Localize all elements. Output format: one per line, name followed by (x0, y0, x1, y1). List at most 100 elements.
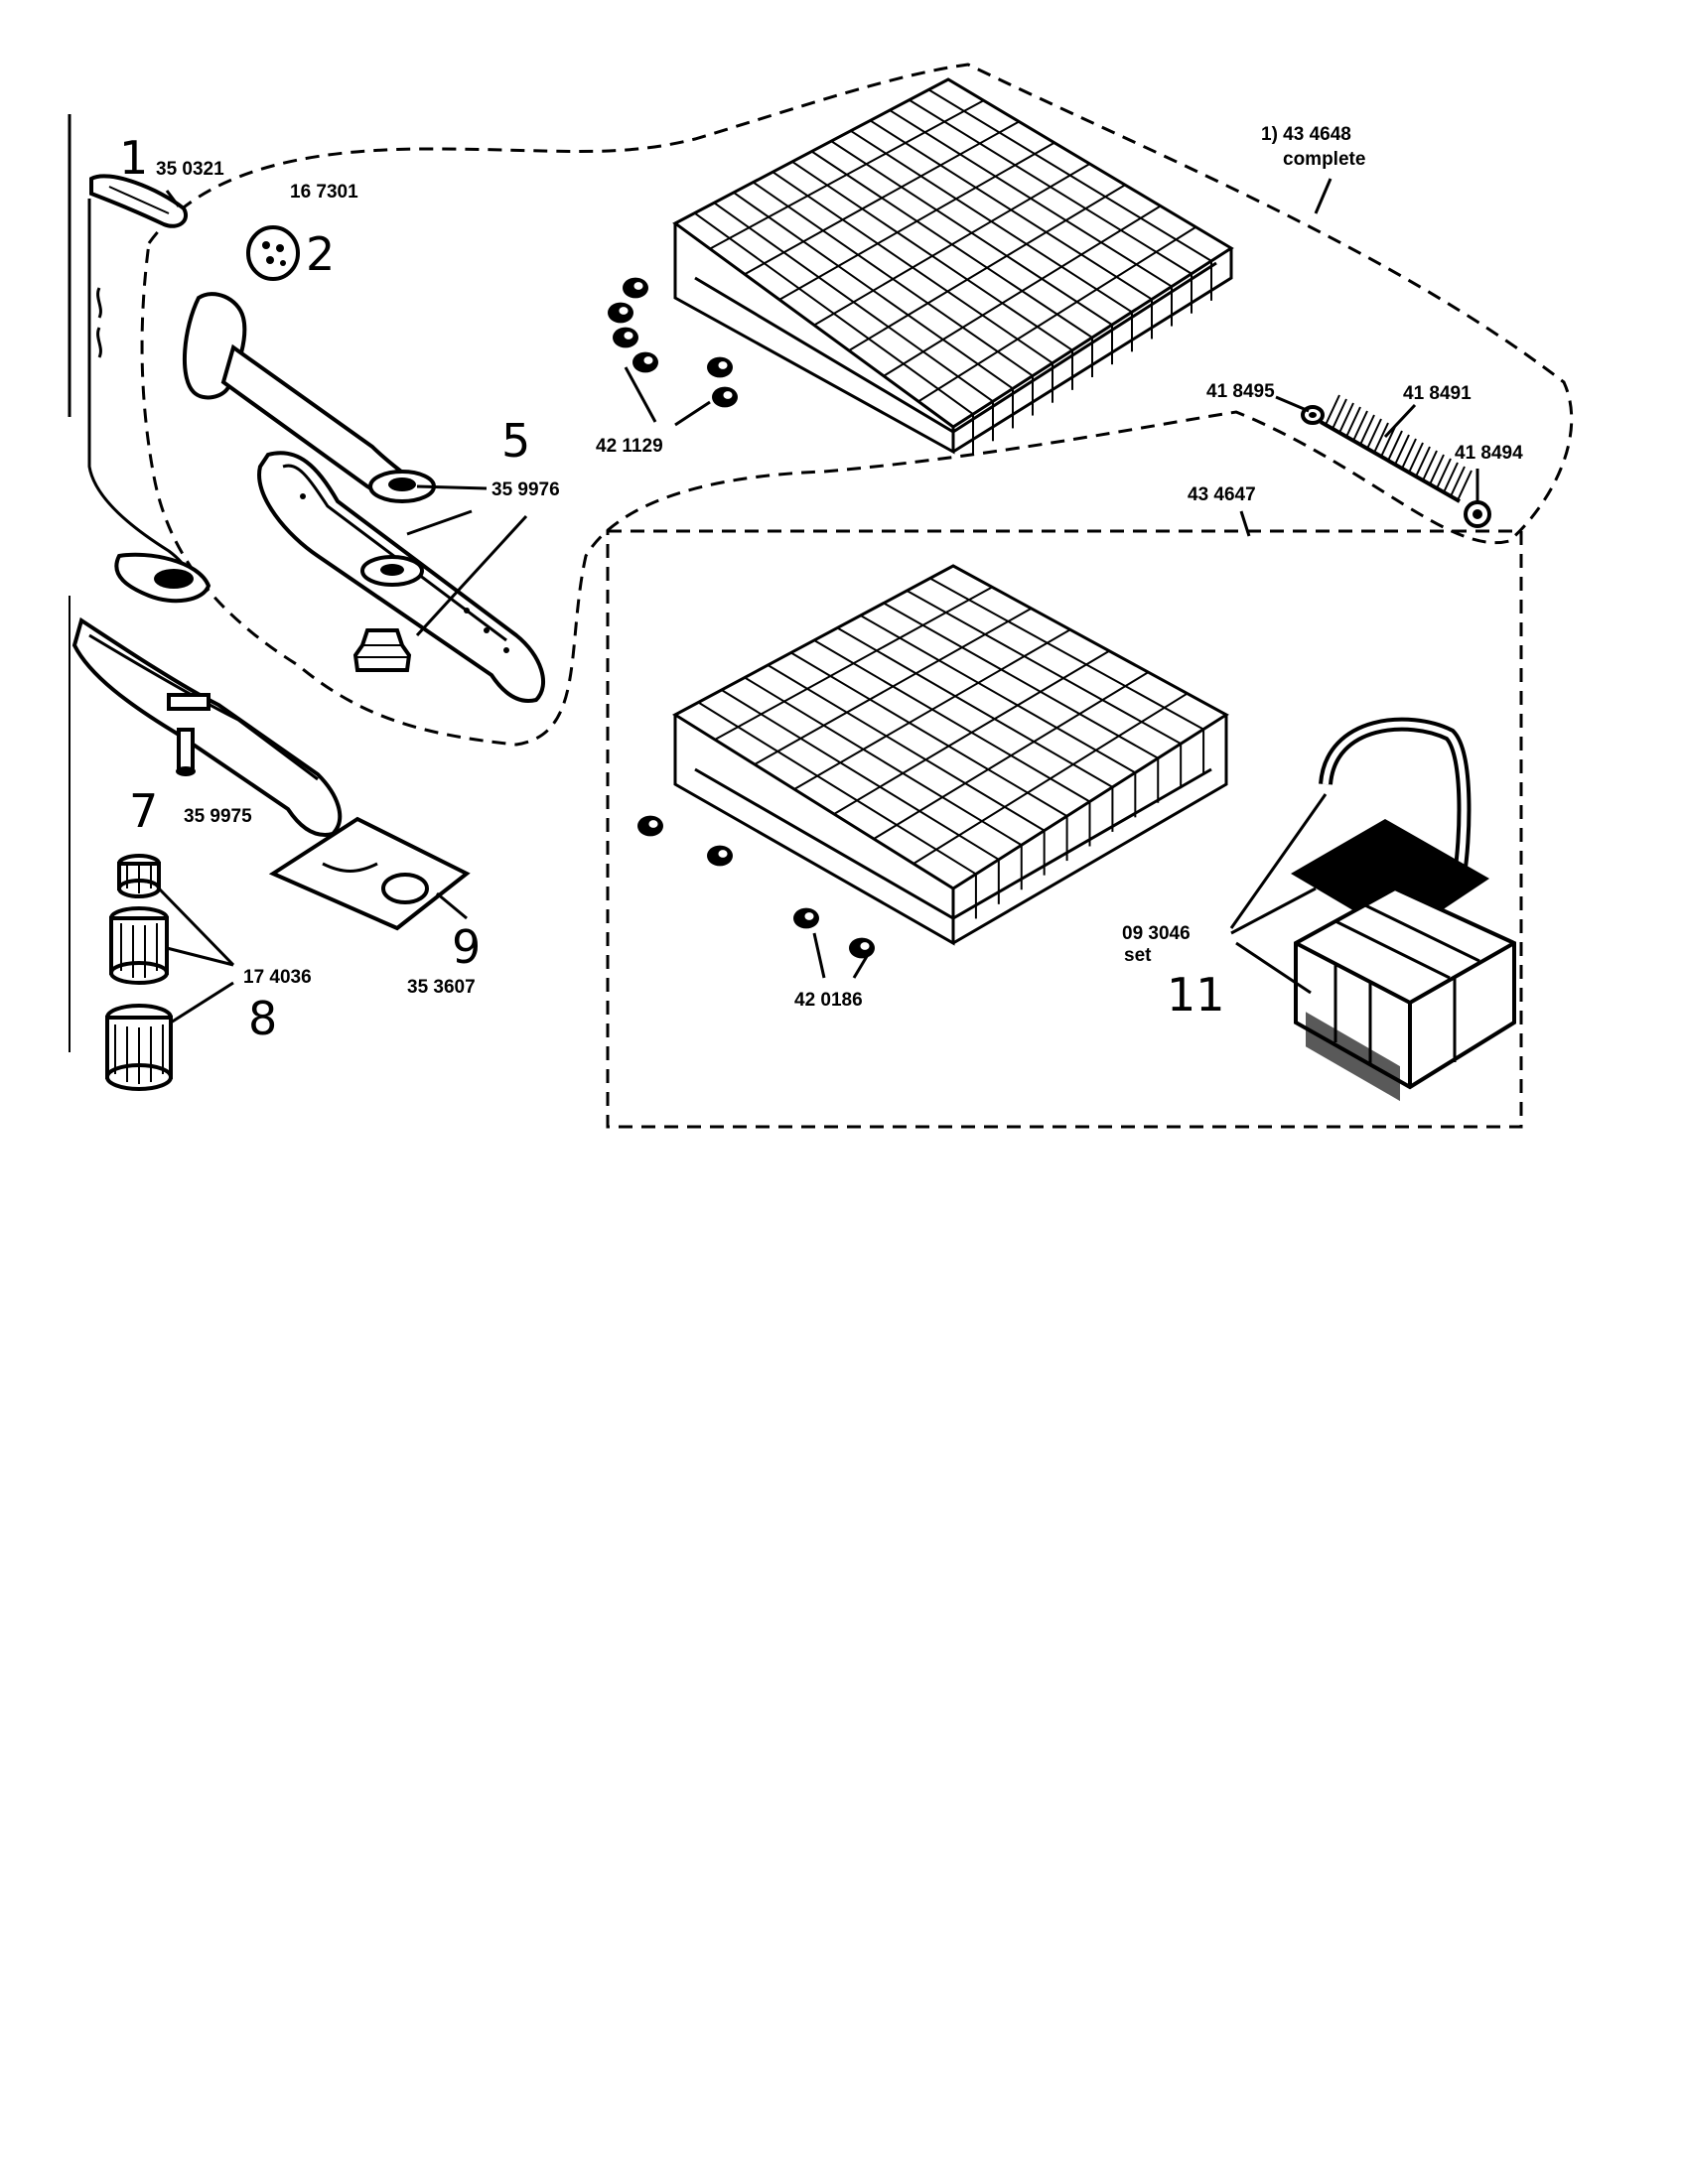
lower-basket-grid (697, 577, 1205, 919)
comb-tooth (1457, 470, 1473, 501)
rack-wire (778, 141, 1055, 301)
comb-tooth (1345, 406, 1361, 438)
upper-group-boundary (140, 63, 1574, 747)
item-number-9: 9 (452, 920, 481, 974)
rack-wire (697, 701, 977, 876)
lower-basket (672, 564, 1229, 946)
wheel-hub (723, 391, 733, 399)
leader-8a (157, 887, 235, 967)
leader-1 (165, 190, 181, 207)
item-number-5: 5 (501, 414, 530, 468)
rack-wire (929, 577, 1204, 731)
upper-basket (672, 77, 1234, 455)
comb-tooth (1443, 462, 1459, 493)
rack-wire (714, 586, 993, 741)
spray-arm-nut (352, 628, 412, 672)
leader-9 (436, 891, 468, 920)
lower-basket-wheels (637, 815, 875, 959)
leader-418491 (1383, 403, 1417, 439)
upper-spray-arm-supply (183, 292, 436, 503)
rack-wire (709, 99, 985, 250)
rack-wire (912, 692, 1189, 865)
part-8-filters (105, 854, 173, 1091)
rack-wire (906, 590, 1182, 746)
wheel-hub (804, 912, 814, 920)
wheel-hub (633, 282, 643, 290)
leader-5b (406, 509, 473, 536)
leader-420186b (852, 952, 871, 979)
part-number-174036: 17 4036 (243, 967, 312, 988)
item-number-2: 2 (306, 227, 335, 281)
part-7-lower-spray-arm (71, 616, 343, 837)
lower-group-boundary (606, 529, 1523, 1129)
wheel-hub (718, 850, 728, 858)
leader-420186a (812, 932, 826, 979)
comb-tooth (1366, 418, 1382, 450)
part-number-359976: 35 9976 (491, 479, 560, 500)
leader-8c (170, 981, 234, 1024)
part-number-353607: 35 3607 (407, 977, 476, 998)
part-2-ball (246, 225, 300, 281)
leader-5c (415, 514, 528, 637)
rack-wire (917, 225, 1196, 403)
rack-wire (860, 614, 1136, 774)
leader-11c (1235, 941, 1312, 995)
set-note: set (1124, 945, 1152, 966)
comb-tooth (1408, 442, 1424, 474)
part-number-434647: 43 4647 (1188, 484, 1256, 505)
comb-tooth (1422, 450, 1438, 481)
rack-wire (754, 607, 1033, 765)
rack-wire (848, 184, 1126, 351)
item-number-1: 1 (119, 131, 148, 185)
part-number-418494: 41 8494 (1455, 443, 1523, 464)
comb-tooth (1332, 398, 1347, 430)
rack-wire (721, 689, 1000, 861)
rack-wire (767, 664, 1046, 832)
part-number-418495: 41 8495 (1206, 381, 1275, 402)
leader-11a (1229, 793, 1328, 929)
comb-tooth (1415, 446, 1431, 478)
part-11-cutlery-basket (1291, 717, 1516, 1102)
upper-basket-wheels (608, 277, 738, 408)
rail-comb-418491 (1320, 394, 1473, 503)
comb-tooth (1338, 402, 1354, 434)
item-number-8: 8 (248, 992, 277, 1045)
part-number-420186: 42 0186 (794, 990, 863, 1011)
comb-tooth (1380, 426, 1396, 458)
comb-tooth (1359, 414, 1375, 446)
wheel-hub (619, 307, 629, 315)
rack-wire (836, 626, 1113, 788)
wheel-hub (648, 820, 658, 828)
rack-wire (790, 651, 1068, 817)
leader-421129b (674, 400, 711, 427)
rack-wire (883, 205, 1162, 377)
rail-cap-418494 (1464, 500, 1491, 528)
leader-434648 (1314, 178, 1333, 214)
part-5-upper-spray-arm (257, 451, 546, 703)
comb-tooth (1394, 434, 1410, 466)
rack-wire (813, 639, 1091, 803)
wheel-hub (718, 361, 728, 369)
rack-wire (813, 163, 1091, 327)
comb-tooth (1373, 422, 1389, 454)
wheel-hub (643, 356, 653, 364)
part-number-350321: 35 0321 (156, 159, 224, 180)
part-number-359975: 35 9975 (184, 806, 252, 827)
rack-wire (744, 120, 1020, 276)
part-number-421129: 42 1129 (596, 436, 663, 457)
comb-tooth (1450, 466, 1466, 497)
leader-8b (166, 946, 234, 967)
left-supply-tube (87, 199, 211, 604)
comb-tooth (1387, 430, 1403, 462)
part-number-167301: 16 7301 (290, 182, 358, 203)
comb-tooth (1401, 438, 1417, 470)
rack-wire (883, 602, 1159, 759)
upper-basket-grid (694, 88, 1212, 455)
comb-tooth (1436, 458, 1452, 489)
wheel-hub (624, 332, 633, 340)
complete-note: complete (1283, 149, 1365, 170)
wheel-hub (860, 942, 870, 950)
rack-wire (873, 671, 1149, 840)
leader-5a (416, 484, 488, 490)
part-9-plate (268, 816, 471, 931)
